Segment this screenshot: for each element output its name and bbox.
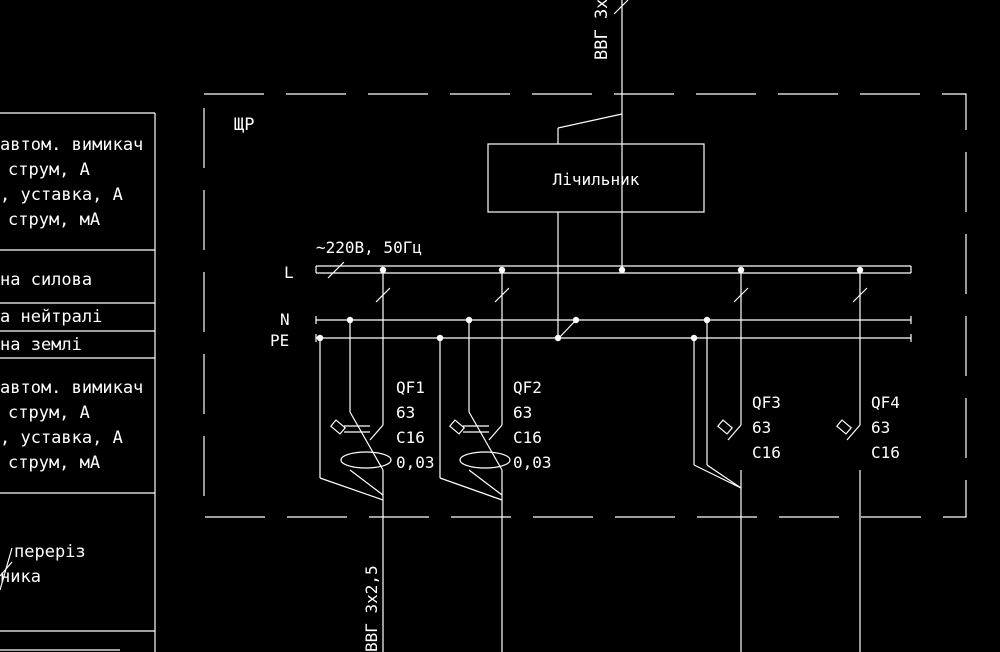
qf2-leak: 0,03 — [513, 453, 552, 472]
branch-qf1 — [316, 266, 392, 652]
qf1-name: QF1 — [396, 378, 425, 397]
meter-label: Лічильник — [553, 170, 640, 189]
qf4-current: 63 — [871, 418, 890, 437]
legend-row5-line2: струм, А — [8, 403, 90, 423]
branch-qf2 — [436, 266, 511, 652]
bus-n — [315, 316, 912, 324]
legend-row1-line4: струм, мА — [8, 210, 100, 230]
bus-label-l: L — [284, 263, 294, 282]
legend-row1-line3: , уставка, А — [0, 185, 123, 205]
legend-row5-line4: струм, мА — [8, 453, 100, 473]
panel-enclosure — [203, 93, 967, 518]
input-l-junction — [618, 266, 626, 274]
supply-tick — [327, 261, 345, 279]
qf3-current: 63 — [752, 418, 771, 437]
legend-row1-line2: струм, А — [8, 160, 90, 180]
legend-row5-line3: , уставка, А — [0, 428, 123, 448]
qf2-char: C16 — [513, 428, 542, 447]
legend-row2: на силова — [0, 270, 92, 290]
qf1-char: C16 — [396, 428, 425, 447]
legend-row6-line1: переріз — [14, 542, 86, 562]
legend-table: автом. вимикач струм, А , уставка, А стр… — [0, 112, 156, 652]
bus-pe — [315, 334, 912, 342]
qf1-leak: 0,03 — [396, 453, 435, 472]
legend-row5-line1: автом. вимикач — [0, 378, 143, 398]
panel-name: ЩР — [234, 115, 254, 135]
input-cable-label: ВВГ 3х — [592, 0, 612, 60]
bus-label-pe: PE — [270, 331, 289, 350]
legend-row6-line2: ника — [0, 567, 41, 587]
meter-bus-connection — [554, 316, 580, 342]
input-cable: ВВГ 3х — [557, 0, 629, 270]
bus-label-n: N — [280, 310, 290, 329]
qf3-name: QF3 — [752, 393, 781, 412]
qf4-name: QF4 — [871, 393, 900, 412]
qf2-current: 63 — [513, 403, 532, 422]
bus-l — [315, 265, 912, 274]
supply-label: ~220В, 50Гц — [316, 238, 422, 257]
meter-box — [487, 143, 705, 213]
legend-row1-line1: автом. вимикач — [0, 135, 143, 155]
cable-section-symbol — [0, 547, 13, 591]
branch-qf3 — [690, 266, 749, 652]
legend-row3: а нейтралі — [0, 307, 102, 327]
branch-qf4 — [835, 266, 868, 652]
legend-row4: на землі — [0, 335, 82, 355]
qf3-char: C16 — [752, 443, 781, 462]
qf4-char: C16 — [871, 443, 900, 462]
qf1-current: 63 — [396, 403, 415, 422]
output-cable-1-label: ВВГ 3х2,5 — [362, 565, 381, 652]
qf2-name: QF2 — [513, 378, 542, 397]
